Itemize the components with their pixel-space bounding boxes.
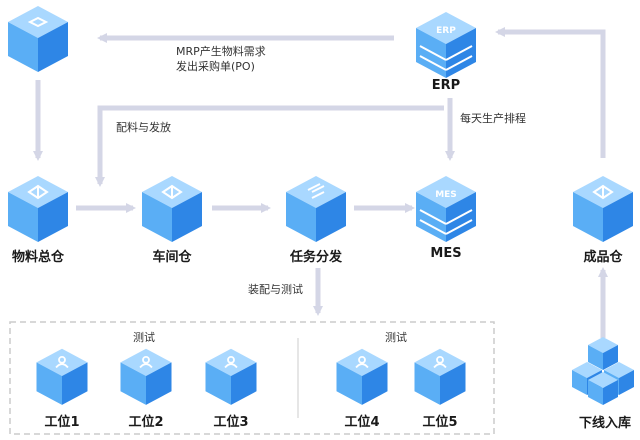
cube-workstation-5 — [414, 348, 466, 405]
arrow-erp-to-material-dispatch — [95, 105, 444, 187]
cube-mes — [416, 176, 476, 242]
workstation-label-4: 工位4 — [344, 415, 380, 430]
mes-cube-badge: MES — [435, 190, 457, 200]
workstation-label-2: 工位2 — [128, 415, 164, 430]
cube-top-left — [8, 6, 68, 72]
node-label-task-dispatch: 任务分发 — [289, 250, 343, 265]
user-icon — [55, 355, 69, 369]
cube-material-warehouse — [8, 176, 68, 242]
cube-erp — [416, 12, 476, 78]
cube-workstation-1 — [36, 348, 88, 405]
edge-label-material-dispatch: 配料与发放 — [116, 121, 171, 134]
edge-label-mrp-line2: 发出采购单(PO) — [176, 60, 255, 73]
workstation-label-1: 工位1 — [44, 415, 80, 430]
test-group-label-1: 测试 — [133, 331, 155, 344]
node-label-material-warehouse: 物料总仓 — [11, 250, 65, 265]
workstation-group-box — [9, 321, 495, 435]
cube-task-dispatch — [286, 176, 346, 242]
warehouse-icon — [161, 184, 183, 200]
cube-workshop-warehouse — [142, 176, 202, 242]
user-icon — [139, 355, 153, 369]
node-label-workshop-warehouse: 车间仓 — [152, 250, 192, 265]
workstation-label-5: 工位5 — [422, 415, 458, 430]
cube-workstation-2 — [120, 348, 172, 405]
erp-cube-badge: ERP — [436, 26, 456, 36]
task-list-icon — [307, 183, 325, 199]
arrow-finished-to-erp — [495, 27, 606, 158]
edge-label-daily-schedule: 每天生产排程 — [460, 112, 526, 125]
test-group-label-2: 测试 — [385, 331, 407, 344]
cube-finished-warehouse — [573, 176, 633, 242]
barcode-icon — [27, 16, 49, 28]
node-label-finished-warehouse: 成品仓 — [583, 250, 623, 265]
cube-stack-offline-storage — [572, 337, 634, 405]
user-icon — [224, 355, 238, 369]
workstation-label-3: 工位3 — [213, 415, 249, 430]
warehouse-icon — [27, 184, 49, 200]
node-label-mes: MES — [430, 246, 462, 261]
warehouse-icon — [592, 184, 614, 200]
user-icon — [355, 355, 369, 369]
user-icon — [433, 355, 447, 369]
node-label-offline-storage: 下线入库 — [578, 416, 632, 431]
node-label-erp: ERP — [431, 78, 461, 93]
edge-label-assembly-test: 装配与测试 — [248, 283, 303, 296]
edge-label-mrp-line1: MRP产生物料需求 — [176, 45, 266, 58]
cube-workstation-4 — [336, 348, 388, 405]
cube-workstation-3 — [205, 348, 257, 405]
